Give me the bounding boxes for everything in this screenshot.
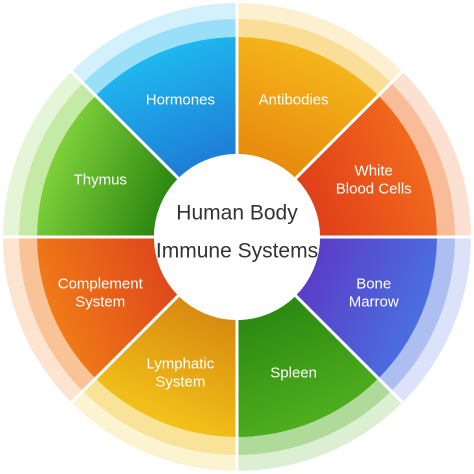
rim-thymus-0 [19, 82, 96, 237]
center-title-line2: Immune Systems [156, 240, 318, 263]
segment-hormones [95, 37, 237, 179]
label-antibodies-line-0: Antibodies [259, 91, 329, 108]
rim-thymus-1 [3, 71, 83, 237]
segment-complement-system [37, 237, 179, 379]
rim-white-blood-cells-0 [378, 82, 455, 237]
label-complement-system-line-1: System [75, 294, 125, 311]
label-thymus-line-0: Thymus [74, 171, 127, 188]
segment-group [37, 37, 437, 437]
rim-bone-marrow-1 [391, 237, 471, 403]
segment-bone-marrow [295, 237, 437, 379]
center-circle [154, 154, 320, 320]
rim-bone-marrow-0 [378, 237, 455, 392]
segment-lymphatic-system [95, 295, 237, 437]
label-bone-marrow-line-1: Marrow [349, 294, 399, 311]
label-antibodies: Antibodies [259, 91, 329, 108]
label-bone-marrow-line-0: Bone [356, 276, 391, 293]
rim-complement-system-0 [19, 237, 96, 392]
center-title-line1: Human Body [176, 202, 298, 225]
divider-5 [294, 294, 404, 404]
divider-7 [70, 294, 180, 404]
segment-spleen [237, 295, 379, 437]
rim-spleen-1 [237, 391, 403, 471]
rim-antibodies-0 [237, 19, 392, 96]
segment-white-blood-cells [295, 95, 437, 237]
rim-white-blood-cells-1 [391, 71, 471, 237]
label-spleen-line-0: Spleen [270, 365, 317, 382]
rim-spleen-0 [237, 378, 392, 455]
rim-complement-system-1 [2, 237, 83, 403]
label-complement-system-line-0: Complement [58, 276, 144, 293]
label-lymphatic-system-line-0: Lymphatic [146, 356, 214, 373]
label-white-blood-cells-line-1: Blood Cells [336, 180, 412, 197]
rim-lymphatic-system-0 [82, 378, 237, 455]
divider-3 [294, 70, 404, 180]
label-hormones: Hormones [146, 91, 215, 108]
divider-lines [3, 3, 471, 471]
label-lymphatic-system-line-1: System [155, 374, 205, 391]
segment-antibodies [237, 37, 379, 179]
label-white-blood-cells-line-0: White [355, 162, 393, 179]
label-hormones-line-0: Hormones [146, 91, 215, 108]
rim-hormones-0 [82, 19, 237, 96]
label-thymus: Thymus [74, 171, 127, 188]
segment-thymus [37, 95, 179, 237]
rim-hormones-1 [71, 2, 237, 83]
outer-rim [2, 2, 471, 471]
rim-lymphatic-system-1 [71, 391, 237, 471]
label-spleen: Spleen [270, 365, 317, 382]
divider-1 [70, 70, 180, 180]
rim-antibodies-1 [237, 3, 403, 83]
